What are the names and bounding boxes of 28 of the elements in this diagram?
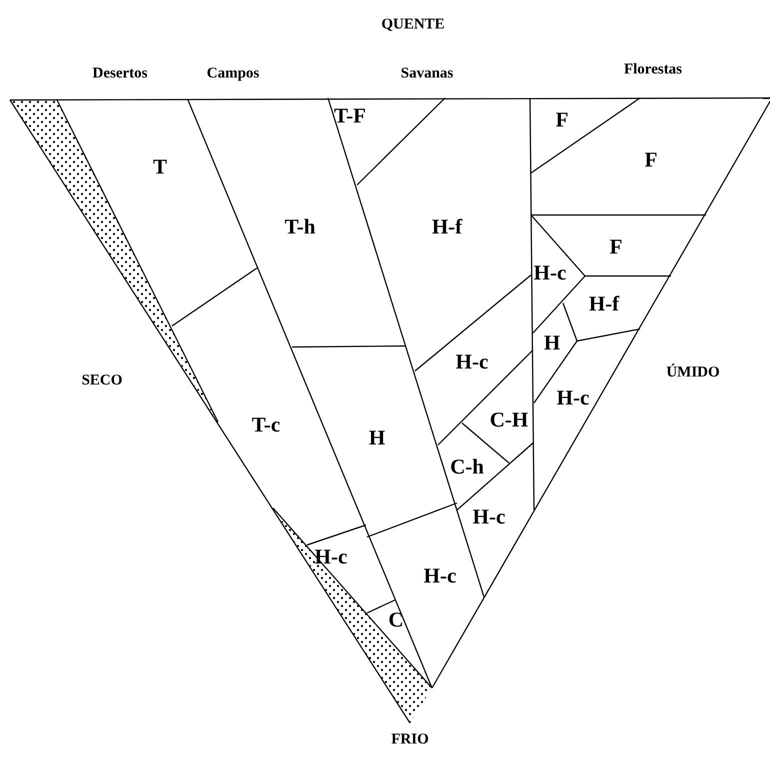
axis-label: QUENTE [381,18,445,32]
axis-label: Desertos [92,66,148,82]
region-label: H-f [588,294,620,314]
region-label: H-c [456,352,488,372]
region-label: F [610,236,622,258]
region-label: H-c [472,506,506,528]
axis-label: SECO [82,374,122,388]
region-label: H-c [424,566,456,586]
region-label: C-h [450,456,484,478]
region-label: T-F [334,106,366,126]
region-label: H-c [314,546,348,568]
axis-label: Campos [206,66,260,82]
axis-label: Savanas [400,66,454,82]
region-label: H [544,332,560,354]
region-label: F [644,150,658,170]
region-label: T-c [252,414,280,436]
region-label: C [388,610,404,630]
region-label: C-H [490,410,528,430]
region-label: H-c [534,262,566,284]
region-label: T [153,156,167,178]
region-label: H-c [556,388,590,408]
region-label: H [368,428,386,448]
axis-label: Florestas [624,62,682,78]
axis-label: FRIO [391,732,429,748]
region-label: H-f [432,216,462,238]
axis-label: ÚMIDO [666,366,720,380]
region-label: F [556,110,568,130]
region-label: T-h [284,216,316,238]
